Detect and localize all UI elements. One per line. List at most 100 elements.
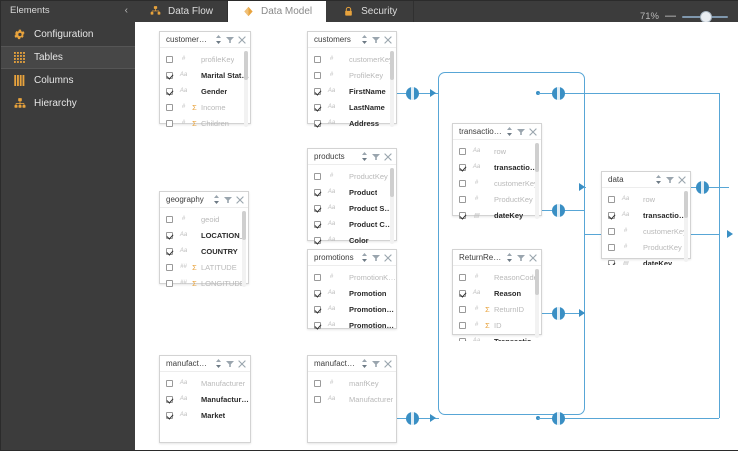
- column-checkbox[interactable]: [608, 211, 615, 219]
- scrollbar-thumb[interactable]: [684, 191, 688, 218]
- column-checkbox[interactable]: [459, 289, 466, 297]
- table-column-row[interactable]: # ProfileKey: [308, 67, 396, 83]
- table-column-row[interactable]: ▤ dateKey: [602, 255, 690, 265]
- link-hub[interactable]: [552, 412, 565, 425]
- column-checkbox[interactable]: [314, 188, 321, 196]
- zoom-slider-knob[interactable]: [700, 10, 712, 23]
- table-column-row[interactable]: Aa Gender: [160, 83, 250, 99]
- table-column-row[interactable]: Aa COUNTRY: [160, 243, 248, 259]
- column-checkbox[interactable]: [314, 379, 321, 387]
- table-column-row[interactable]: # manfKey: [308, 375, 396, 391]
- tab-data-model[interactable]: Data Model: [228, 1, 327, 22]
- column-checkbox[interactable]: [314, 236, 321, 244]
- zoom-out-button[interactable]: —: [665, 10, 676, 22]
- table-column-row[interactable]: ▤ dateKey: [453, 207, 541, 222]
- sidebar-item-configuration[interactable]: Configuration: [1, 23, 135, 46]
- column-checkbox[interactable]: [166, 263, 173, 271]
- table-column-row[interactable]: Aa row: [602, 191, 690, 207]
- column-checkbox[interactable]: [608, 243, 615, 251]
- column-checkbox[interactable]: [608, 227, 615, 235]
- table-column-row[interactable]: Aa TransactionID: [453, 333, 541, 341]
- table-column-row[interactable]: Aa Product Cate...: [308, 216, 396, 232]
- column-checkbox[interactable]: [314, 273, 321, 281]
- collapse-icon[interactable]: [372, 360, 380, 368]
- table-column-row[interactable]: Aa Promotion Cat...: [308, 301, 396, 317]
- table-column-row[interactable]: Aa Marital Status: [160, 67, 250, 83]
- close-icon[interactable]: [678, 175, 686, 184]
- table-card-scrollbar[interactable]: [244, 51, 248, 127]
- collapse-icon[interactable]: [666, 176, 674, 184]
- column-checkbox[interactable]: [459, 179, 466, 187]
- link-hub[interactable]: [696, 181, 709, 194]
- close-icon[interactable]: [236, 195, 244, 204]
- column-checkbox[interactable]: [314, 220, 321, 228]
- table-card-header[interactable]: transactions: [453, 124, 541, 140]
- table-column-row[interactable]: # customerKey: [308, 51, 396, 67]
- sort-icon[interactable]: [361, 253, 368, 262]
- sort-icon[interactable]: [215, 35, 222, 44]
- table-card-header[interactable]: products: [308, 149, 396, 165]
- table-column-row[interactable]: Aa Manufacturer: [160, 375, 250, 391]
- column-checkbox[interactable]: [166, 55, 173, 63]
- close-icon[interactable]: [384, 253, 392, 262]
- column-checkbox[interactable]: [608, 195, 615, 203]
- sidebar-item-tables[interactable]: Tables: [1, 46, 135, 69]
- column-checkbox[interactable]: [314, 87, 321, 95]
- column-checkbox[interactable]: [314, 55, 321, 63]
- table-column-row[interactable]: Aa Promotion Type: [308, 317, 396, 333]
- collapse-icon[interactable]: [226, 360, 234, 368]
- close-icon[interactable]: [384, 35, 392, 44]
- table-column-row[interactable]: # profileKey: [160, 51, 250, 67]
- scrollbar-thumb[interactable]: [242, 211, 246, 240]
- table-column-row[interactable]: # customerKey: [602, 223, 690, 239]
- table-column-row[interactable]: Aa Address: [308, 115, 396, 130]
- scrollbar-thumb[interactable]: [535, 269, 539, 296]
- collapse-icon[interactable]: [224, 196, 232, 204]
- table-column-row[interactable]: Aa LastName: [308, 99, 396, 115]
- column-checkbox[interactable]: [314, 321, 321, 329]
- collapse-icon[interactable]: [517, 128, 525, 136]
- sort-icon[interactable]: [361, 359, 368, 368]
- link-hub[interactable]: [552, 307, 565, 320]
- column-checkbox[interactable]: [459, 273, 466, 281]
- table-card-header[interactable]: promotions: [308, 250, 396, 266]
- column-checkbox[interactable]: [166, 411, 173, 419]
- column-checkbox[interactable]: [608, 259, 615, 265]
- column-checkbox[interactable]: [166, 279, 173, 287]
- column-checkbox[interactable]: [314, 305, 321, 313]
- column-checkbox[interactable]: [166, 215, 173, 223]
- table-card-scrollbar[interactable]: [535, 269, 539, 338]
- sort-icon[interactable]: [506, 127, 513, 136]
- table-column-row[interactable]: Aa Reason: [453, 285, 541, 301]
- table-column-row[interactable]: # ReasonCode: [453, 269, 541, 285]
- table-column-row[interactable]: Aa Market: [160, 407, 250, 423]
- column-checkbox[interactable]: [314, 395, 321, 403]
- table-column-row[interactable]: # ProductKey: [453, 191, 541, 207]
- table-card-scrollbar[interactable]: [684, 191, 688, 262]
- sidebar-item-columns[interactable]: Columns: [1, 69, 135, 92]
- column-checkbox[interactable]: [166, 231, 173, 239]
- column-checkbox[interactable]: [314, 119, 321, 127]
- column-checkbox[interactable]: [166, 87, 173, 95]
- scrollbar-thumb[interactable]: [390, 51, 394, 80]
- table-column-row[interactable]: # PromotionKey: [308, 269, 396, 285]
- column-checkbox[interactable]: [459, 211, 466, 219]
- table-card-header[interactable]: customerPro...: [160, 32, 250, 48]
- column-checkbox[interactable]: [166, 119, 173, 127]
- column-checkbox[interactable]: [459, 321, 466, 329]
- table-column-row[interactable]: # ProductKey: [308, 168, 396, 184]
- link-hub[interactable]: [552, 87, 565, 100]
- close-icon[interactable]: [238, 35, 246, 44]
- zoom-slider[interactable]: [682, 10, 728, 23]
